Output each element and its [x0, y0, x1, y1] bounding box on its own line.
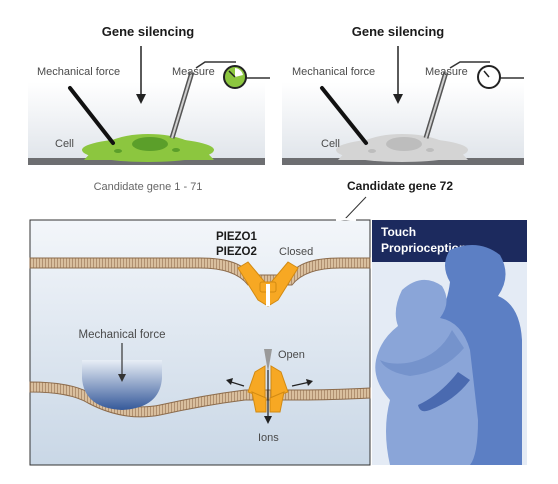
- label-touch: Touch: [381, 225, 416, 239]
- cell-organelle: [114, 149, 122, 153]
- hugging-arm: [380, 330, 464, 376]
- cell-organelle: [368, 149, 376, 153]
- cell-organelle: [172, 148, 180, 152]
- embracing-figures-illustration: [375, 245, 522, 465]
- caption-candidate-gene-72: Candidate gene 72: [347, 179, 453, 193]
- mechanism-background: [29, 219, 371, 466]
- label-cell: Cell: [55, 138, 74, 150]
- mechanism-box: PIEZO1 PIEZO2 Closed Mechanical force Op…: [29, 217, 371, 466]
- measure-electrode: [169, 71, 195, 139]
- label-proprioception: Proprioception: [381, 241, 466, 255]
- callout-pointer: [344, 196, 367, 220]
- cell-nucleus: [132, 137, 168, 151]
- meter-needle-icon: [483, 70, 490, 78]
- label-ions: Ions: [258, 432, 279, 444]
- caption-candidate-genes: Candidate gene 1 - 71: [94, 181, 203, 193]
- piezo-open-channel: [247, 365, 289, 413]
- label-closed: Closed: [279, 246, 313, 258]
- label-mechanical-force: Mechanical force: [292, 66, 375, 78]
- callout-notch: [335, 217, 357, 221]
- label-mechanical-force: Mechanical force: [79, 329, 166, 341]
- piezo-closed-channel: [237, 261, 299, 307]
- label-piezo1: PIEZO1: [216, 231, 258, 243]
- title-gene-silencing: Gene silencing: [352, 24, 445, 39]
- hugging-hand: [418, 372, 470, 412]
- arrowhead-icon: [393, 94, 403, 104]
- arrowhead-icon: [226, 378, 233, 385]
- cell-nucleus: [386, 137, 422, 151]
- meter-dial-icon: [235, 68, 243, 77]
- right-arrow-icon: [291, 381, 311, 387]
- label-measure: Measure: [172, 66, 215, 78]
- force-probe-bell: [82, 360, 162, 410]
- title-gene-silencing: Gene silencing: [102, 24, 195, 39]
- label-cell: Cell: [321, 138, 340, 150]
- arrowhead-icon: [306, 379, 313, 386]
- label-open: Open: [278, 349, 305, 361]
- arrowhead-icon: [136, 94, 146, 104]
- cell-organelle: [426, 148, 434, 152]
- meter-needle-icon: [228, 70, 236, 78]
- experiment-panel-right: Gene silencing Mechanical force Measure …: [282, 24, 524, 193]
- experiment-panel-left: Gene silencing Mechanical force Measure …: [28, 24, 270, 193]
- label-mechanical-force: Mechanical force: [37, 66, 120, 78]
- measure-lead: [195, 61, 236, 69]
- force-probe: [320, 86, 368, 145]
- measure-electrode: [423, 71, 449, 139]
- touch-panel: Touch Proprioception: [372, 220, 527, 465]
- measure-lead: [449, 61, 490, 69]
- arrowhead-icon: [118, 374, 126, 382]
- ion-flow-cone-icon: [264, 349, 272, 372]
- force-probe: [68, 86, 115, 145]
- label-piezo2: PIEZO2: [216, 246, 257, 258]
- arrowhead-icon: [264, 416, 272, 424]
- label-measure: Measure: [425, 66, 468, 78]
